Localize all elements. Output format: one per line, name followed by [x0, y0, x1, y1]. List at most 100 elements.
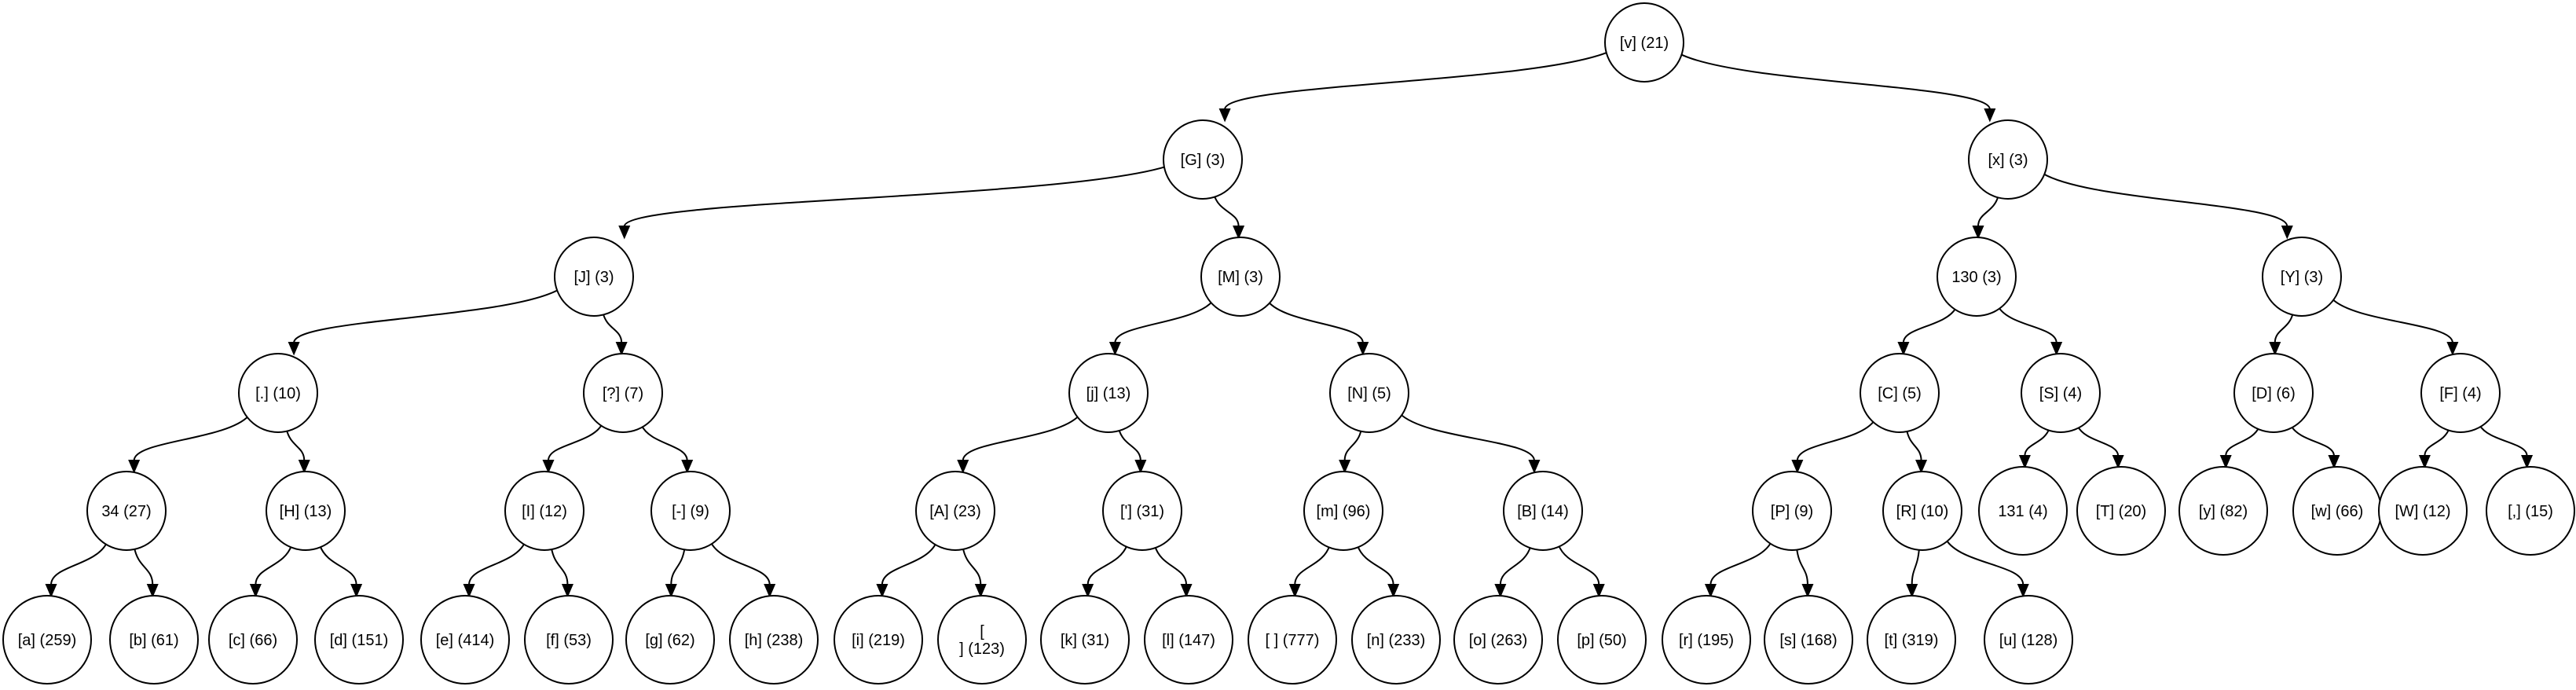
- node-label: [P] (9): [1771, 503, 1813, 520]
- node-label-line: [I] (12): [522, 503, 567, 520]
- node-label: [y] (82): [2199, 503, 2248, 520]
- tree-edge: [1154, 545, 1193, 598]
- node-label-line: [W] (12): [2395, 503, 2450, 520]
- edge-line: [1902, 307, 1957, 343]
- node-circle: [1329, 353, 1409, 433]
- node-label-line: [f] (53): [546, 632, 592, 649]
- node-label-line: [t] (319): [1885, 632, 1939, 649]
- edge-line: [962, 415, 1080, 461]
- node-label: ['] (31): [1120, 503, 1164, 520]
- node-label-line: [Y] (3): [2281, 269, 2323, 286]
- node-label-line: [s] (168): [1779, 632, 1837, 649]
- node-label-line: [P] (9): [1771, 503, 1813, 520]
- edge-line: [1357, 545, 1394, 585]
- node-label-line: [d] (151): [330, 632, 388, 649]
- node-label-line: [h] (238): [745, 632, 803, 649]
- leaf-node: [o] (263): [1453, 595, 1543, 684]
- node-label: [n] (233): [1367, 632, 1425, 649]
- leaf-node: [r] (195): [1662, 595, 1751, 684]
- node-label-line: [N] (5): [1347, 385, 1391, 402]
- edge-arrowhead: [2328, 455, 2340, 469]
- node-circle: [2378, 466, 2468, 556]
- tree-edge: [2331, 298, 2459, 356]
- edge-line: [1294, 545, 1331, 585]
- node-label: [G] (3): [1181, 152, 1226, 169]
- edge-arrowhead: [764, 584, 776, 598]
- node-label: [w] (66): [2311, 503, 2364, 520]
- internal-node: [D] (6): [2233, 353, 2314, 433]
- edge-line: [1796, 548, 1808, 585]
- tree-edge: [1339, 429, 1362, 474]
- leaf-node: [u] (128): [1984, 595, 2073, 684]
- node-label-line: 34 (27): [101, 503, 151, 520]
- node-label-line: [p] (50): [1577, 632, 1626, 649]
- node-label-line: [ ] (777): [1266, 632, 1320, 649]
- edge-arrowhead: [1387, 584, 1400, 598]
- node-circle: [1303, 471, 1383, 551]
- node-circle: [2178, 466, 2268, 556]
- tree-edge: [1972, 195, 1999, 240]
- node-label: [d] (151): [330, 632, 388, 649]
- node-label: [W] (12): [2395, 503, 2450, 520]
- edge-arrowhead: [1897, 342, 1910, 356]
- node-circle: [238, 353, 318, 433]
- edge-line: [1267, 301, 1364, 343]
- edge-arrowhead: [1218, 108, 1231, 123]
- edge-arrowhead: [249, 584, 262, 598]
- edge-arrowhead: [1528, 460, 1541, 474]
- tree-edge: [1118, 428, 1147, 474]
- node-circle: [1752, 471, 1832, 551]
- tree-edge: [1288, 545, 1331, 598]
- node-circle: [1937, 237, 2017, 317]
- edge-line: [133, 415, 250, 461]
- node-label: [C] (5): [1878, 385, 1922, 402]
- edge-line: [255, 545, 292, 585]
- internal-node: [v] (21): [1604, 2, 1684, 83]
- node-label: [v] (21): [1620, 35, 1669, 52]
- tree-edge: [249, 545, 292, 598]
- leaf-node: [y] (82): [2178, 466, 2268, 556]
- tree-edge: [1399, 413, 1541, 474]
- node-label: [t] (319): [1885, 632, 1939, 649]
- tree-edge: [2076, 425, 2124, 469]
- edge-arrowhead: [298, 460, 310, 474]
- edge-line: [2076, 425, 2120, 457]
- node-label-line: [-] (9): [672, 503, 709, 520]
- tree-edge: [1494, 545, 1532, 598]
- node-label: [k] (31): [1061, 632, 1109, 649]
- node-circle: [937, 595, 1027, 684]
- node-circle: [834, 595, 923, 684]
- node-circle: [314, 595, 404, 684]
- edge-arrowhead: [2018, 455, 2031, 469]
- edge-line: [640, 424, 688, 461]
- node-label: [x] (3): [1988, 152, 2028, 169]
- node-label: [J] (3): [573, 269, 614, 286]
- edge-line: [1224, 51, 1609, 110]
- leaf-node: [e] (414): [420, 595, 510, 684]
- node-label-line: [v] (21): [1620, 35, 1669, 52]
- internal-node: [j] (13): [1068, 353, 1149, 433]
- node-label-line: 130 (3): [1951, 269, 2001, 286]
- tree-edge: [288, 288, 559, 356]
- node-label: [T] (20): [2096, 503, 2146, 520]
- internal-node: [J] (3): [554, 237, 634, 317]
- node-circle: [1968, 119, 2048, 200]
- tree-edge: [1791, 420, 1875, 474]
- internal-node: [C] (5): [1860, 353, 1940, 433]
- edge-arrowhead: [1915, 460, 1928, 474]
- tree-edge: [1897, 307, 1957, 356]
- tree-edge: [1357, 545, 1400, 598]
- edge-line: [1499, 545, 1532, 585]
- node-label: [F] (4): [2439, 385, 2481, 402]
- tree-edge: [602, 312, 628, 356]
- node-label-line: [w] (66): [2311, 503, 2364, 520]
- node-label-line: [y] (82): [2199, 503, 2248, 520]
- internal-node: [A] (23): [915, 471, 995, 551]
- edge-arrowhead: [542, 460, 555, 474]
- edge-line: [2331, 298, 2453, 343]
- node-label-line: [S] (4): [2039, 385, 2082, 402]
- tree-edge: [1082, 545, 1128, 598]
- node-label: [a] (259): [18, 632, 76, 649]
- node-label: [H] (13): [280, 503, 332, 520]
